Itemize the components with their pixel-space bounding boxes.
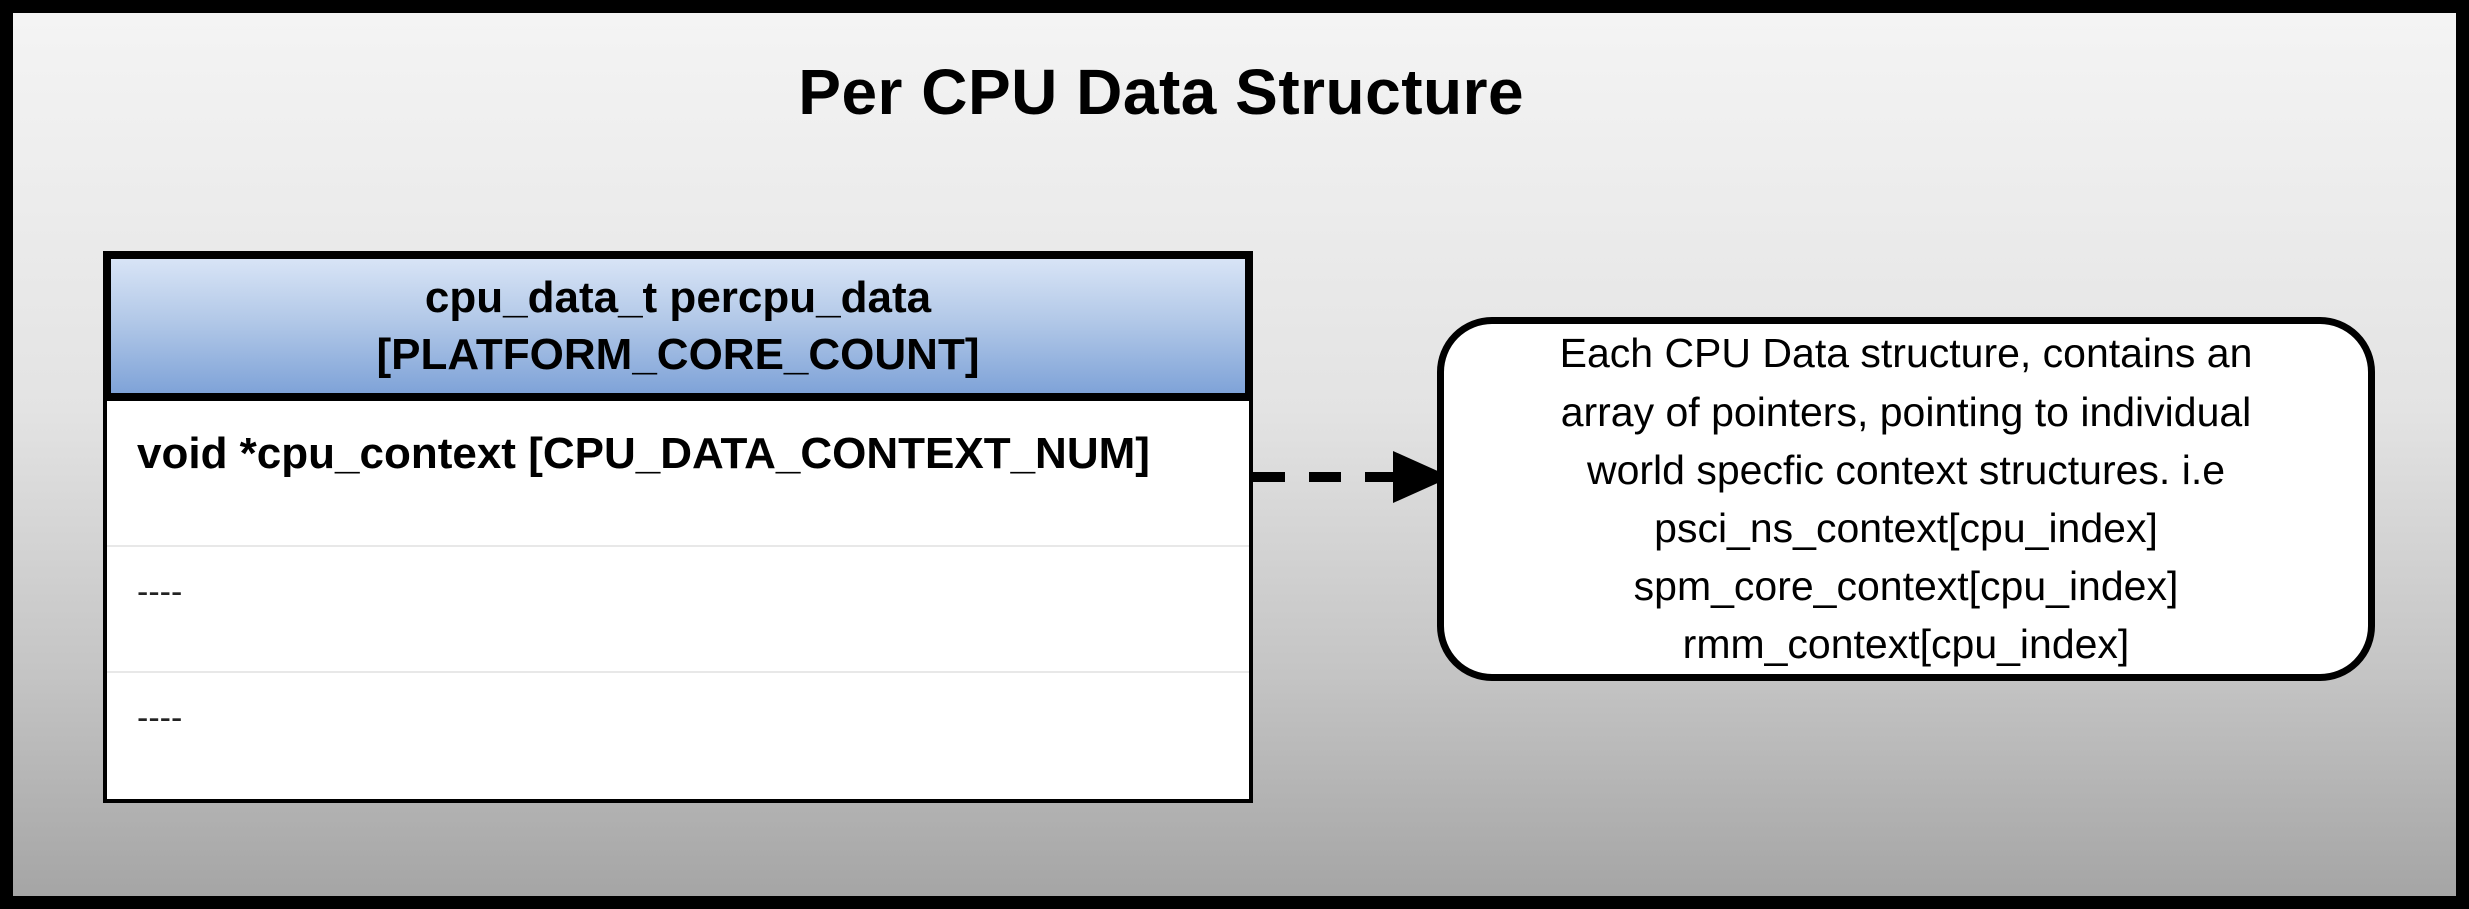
callout-line: psci_ns_context[cpu_index]	[1654, 505, 2158, 551]
callout-line: Each CPU Data structure, contains an	[1559, 330, 2253, 377]
callout-line: array of pointers, pointing to individua…	[1560, 388, 2252, 435]
row-text: ----	[137, 573, 183, 611]
table-row: ----	[107, 547, 1249, 673]
callout-line: rmm_context[cpu_index]	[1682, 621, 2130, 668]
callout-line: spm_core_context[cpu_index]	[1633, 563, 2179, 610]
callout-line: world specfic context structures. i.e	[1586, 446, 2226, 493]
table-header-line1: cpu_data_t percpu_data	[424, 272, 932, 322]
table-body: void *cpu_context [CPU_DATA_CONTEXT_NUM]…	[103, 401, 1253, 803]
table-row: void *cpu_context [CPU_DATA_CONTEXT_NUM]	[107, 401, 1249, 547]
table-header-line2: [PLATFORM_CORE_COUNT]	[376, 330, 980, 379]
row-text: ----	[137, 699, 183, 737]
cpu-data-table: cpu_data_t percpu_data [PLATFORM_CORE_CO…	[103, 251, 1253, 803]
callout-box: Each CPU Data structure, contains an arr…	[1437, 317, 2375, 681]
table-header: cpu_data_t percpu_data [PLATFORM_CORE_CO…	[103, 251, 1253, 401]
table-row: ----	[107, 673, 1249, 799]
dashed-arrow	[1253, 451, 1451, 503]
diagram-title: Per CPU Data Structure	[798, 56, 1525, 128]
row-text: void *cpu_context [CPU_DATA_CONTEXT_NUM]	[137, 429, 1150, 478]
